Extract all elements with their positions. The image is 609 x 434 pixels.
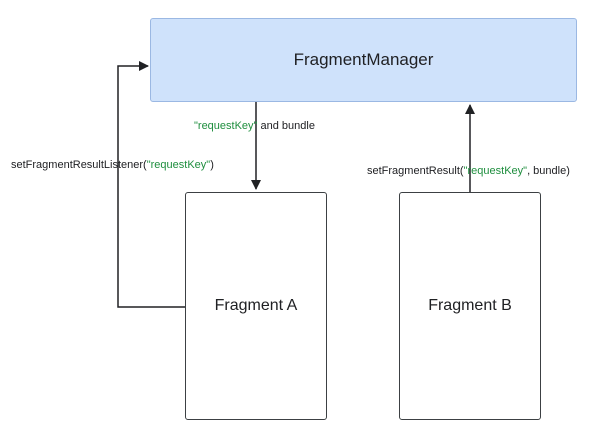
fragment-b-label: Fragment B — [428, 297, 512, 314]
fragment-manager-box: FragmentManager — [150, 18, 577, 102]
fragment-a-label: Fragment A — [214, 297, 298, 314]
fragment-a-box: Fragment A — [185, 192, 327, 420]
delivery-key: "requestKey" — [194, 120, 258, 132]
delivery-label: "requestKey" and bundle — [194, 121, 315, 132]
fragment-b-box: Fragment B — [399, 192, 541, 420]
delivery-suffix: and bundle — [257, 120, 315, 132]
fragment-manager-label: FragmentManager — [293, 50, 434, 69]
listener-label: setFragmentResultListener("requestKey") — [11, 160, 214, 171]
listener-arrow — [117, 61, 185, 308]
result-label: setFragmentResult("requestKey", bundle) — [367, 166, 570, 177]
listener-key: "requestKey" — [146, 159, 211, 171]
result-prefix: setFragmentResult( — [367, 165, 464, 177]
listener-prefix: setFragmentResultListener( — [11, 159, 147, 171]
listener-suffix: ) — [210, 159, 214, 171]
result-key: "requestKey" — [463, 165, 528, 177]
result-suffix: , bundle) — [527, 165, 570, 177]
